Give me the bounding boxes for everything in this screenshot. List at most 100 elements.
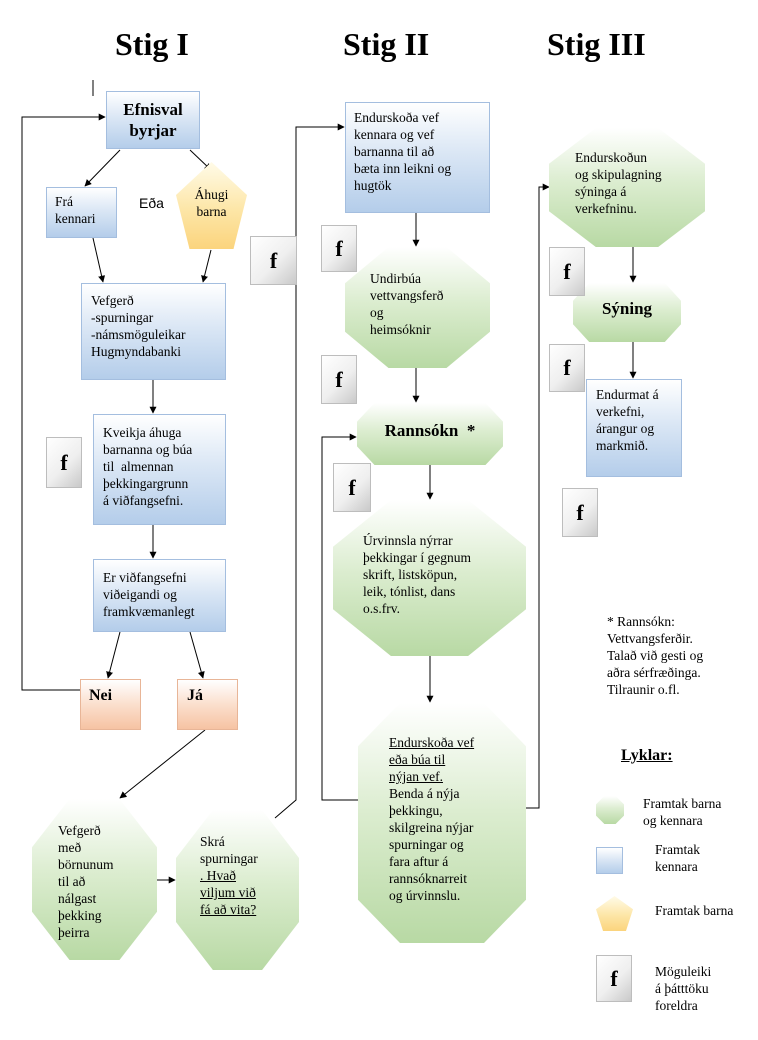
endurskoda-2-octagon	[358, 703, 526, 943]
endurmat-line-3: árangur og	[596, 421, 655, 436]
arrow-er-to-nei	[106, 631, 121, 679]
endurskodun-line-1: Endurskoðun	[575, 150, 647, 165]
kveikja-line-5: á viðfangsefni.	[103, 493, 184, 508]
endurskoda-2-line-6: skilgreina nýjar	[389, 820, 474, 835]
legend-octagon-swatch	[596, 796, 624, 824]
legend-title: Lyklar:	[621, 747, 673, 764]
skra-line-2: spurningar	[200, 851, 258, 866]
endurmat-line-2: verkefni,	[596, 404, 645, 419]
ja-box: Já	[177, 679, 238, 730]
endurskoda-2-text: Endurskoða vef eða búa til nýjan vef. Be…	[389, 734, 519, 904]
vefgerd-line-2: -spurningar	[91, 310, 154, 325]
er-vidfangsefni-box: Er viðfangsefni viðeigandi og framkvæman…	[93, 559, 226, 632]
skra-line-5: fá að vita?	[200, 902, 257, 917]
rannsokn-octagon	[357, 403, 503, 465]
note-line-1: * Rannsókn:	[607, 614, 675, 629]
legend-f-label: Möguleiki á þátttöku foreldra	[655, 963, 711, 1014]
endurskoda-2-line-3: nýjan vef.	[389, 769, 443, 784]
legend-f-line-3: foreldra	[655, 998, 698, 1013]
arrow-fra-kennari-to-vefgerd	[92, 237, 106, 283]
fra-kennari-line-1: Frá	[55, 194, 73, 209]
rannsokn-note: * Rannsókn: Vettvangsferðir. Talað við g…	[607, 613, 703, 698]
syning-octagon	[573, 283, 681, 342]
er-vidfangsefni-line-2: viðeigandi og	[103, 587, 177, 602]
arrow-stig2-to-stig3	[526, 183, 550, 809]
endurskodun-text: Endurskoðun og skipulagning sýninga á ve…	[575, 149, 700, 217]
efnisval-line-1: Efnisval	[123, 100, 183, 119]
skra-line-1: Skrá	[200, 834, 225, 849]
urvinnsla-line-5: o.s.frv.	[363, 601, 400, 616]
rannsokn-label: Rannsókn *	[384, 421, 476, 440]
endurmat-line-1: Endurmat á	[596, 387, 659, 402]
endurskoda-2-line-5: þekkingu,	[389, 803, 443, 818]
endurskoda-2-line-4: Benda á nýja	[389, 786, 460, 801]
er-vidfangsefni-line-1: Er viðfangsefni	[103, 570, 187, 585]
parent-participation-f-box: f	[549, 344, 585, 392]
vefgerd-med-line-5: nálgast	[58, 891, 97, 906]
urvinnsla-text: Úrvinnsla nýrrar þekkingar í gegnum skri…	[363, 532, 523, 617]
vefgerd-med-line-1: Vefgerð	[58, 823, 101, 838]
parent-participation-f-box: f	[321, 355, 357, 404]
er-vidfangsefni-line-3: framkvæmanlegt	[103, 604, 195, 619]
endurskoda-vef-line-2: kennara og vef	[354, 127, 435, 142]
endurskoda-2-line-1: Endurskoða vef	[389, 735, 475, 750]
undirbua-octagon	[345, 247, 490, 368]
legend-square-label: Framtak kennara	[655, 841, 700, 875]
undirbua-line-4: heimsóknir	[370, 322, 431, 337]
syning-label: Sýning	[601, 299, 653, 318]
legend-square-line-1: Framtak	[655, 842, 700, 857]
legend-f-box-swatch: f	[596, 955, 632, 1002]
kveikja-line-4: þekkingargrunn	[103, 476, 189, 491]
undirbua-line-2: vettvangsferð	[370, 288, 444, 303]
vefgerd-box: Vefgerð -spurningar -námsmöguleikar Hugm…	[81, 283, 226, 380]
legend-octagon-label: Framtak barna og kennara	[643, 795, 721, 829]
endurskoda-2-line-10: og úrvinnslu.	[389, 888, 461, 903]
undirbua-line-1: Undirbúa	[370, 271, 421, 286]
arrow-skra-to-endurskoda	[274, 123, 345, 819]
vefgerd-line-4: Hugmyndabanki	[91, 344, 181, 359]
legend-square-swatch	[596, 847, 623, 874]
note-line-3: Talað við gesti og	[607, 648, 704, 663]
endurmat-box: Endurmat á verkefni, árangur og markmið.	[586, 379, 682, 477]
fra-kennari-box: Frá kennari	[46, 187, 117, 238]
ahugi-barna-line-2: barna	[196, 204, 227, 219]
endurskoda-vef-line-5: hugtök	[354, 178, 392, 193]
note-line-2: Vettvangsferðir.	[607, 631, 693, 646]
vefgerd-med-line-4: til að	[58, 874, 86, 889]
note-line-4: aðra sérfræðinga.	[607, 665, 701, 680]
endurskodun-line-4: verkefninu.	[575, 201, 637, 216]
kveikja-line-3: til almennan	[103, 459, 174, 474]
stage-1-heading: Stig I	[115, 26, 189, 62]
urvinnsla-line-3: skrift, listsköpun,	[363, 567, 458, 582]
vefgerd-med-line-3: börnunum	[58, 857, 114, 872]
efnisval-line-2: byrjar	[129, 121, 177, 140]
endurskodun-octagon	[549, 128, 705, 247]
vefgerd-med-line-2: með	[58, 840, 82, 855]
urvinnsla-octagon	[333, 500, 526, 656]
legend-octagon-line-2: og kennara	[643, 813, 703, 828]
vefgerd-med-line-7: þeirra	[58, 925, 90, 940]
ahugi-barna-line-1: Áhugi	[194, 187, 229, 202]
endurskoda-2-line-2: eða búa til	[389, 752, 446, 767]
kveikja-line-1: Kveikja áhuga	[103, 425, 182, 440]
endurskoda-vef-box: Endurskoða vef kennara og vef barnanna t…	[345, 102, 490, 213]
note-line-5: Tilraunir o.fl.	[607, 682, 680, 697]
vefgerd-med-text: Vefgerð með börnunum til að nálgast þekk…	[58, 822, 148, 941]
skra-line-4: viljum við	[200, 885, 256, 900]
kveikja-box: Kveikja áhuga barnanna og búa til almenn…	[93, 414, 226, 525]
endurskoda-2-line-7: spurningar og	[389, 837, 464, 852]
fra-kennari-line-2: kennari	[55, 211, 96, 226]
legend-f-line-1: Möguleiki	[655, 964, 712, 979]
nei-box: Nei	[80, 679, 141, 730]
parent-participation-f-box: f	[46, 437, 82, 488]
stage-3-heading: Stig III	[547, 26, 646, 62]
legend-pentagon-label: Framtak barna	[655, 903, 734, 918]
undirbua-line-3: og	[370, 305, 384, 320]
vefgerd-med-line-6: þekking	[58, 908, 102, 923]
endurskoda-vef-line-1: Endurskoða vef	[354, 110, 440, 125]
parent-participation-f-box: f	[562, 488, 598, 537]
vefgerd-med-octagon	[32, 799, 157, 960]
endurskoda-vef-line-4: bæta inn leikni og	[354, 161, 452, 176]
stage-2-heading: Stig II	[343, 26, 430, 62]
